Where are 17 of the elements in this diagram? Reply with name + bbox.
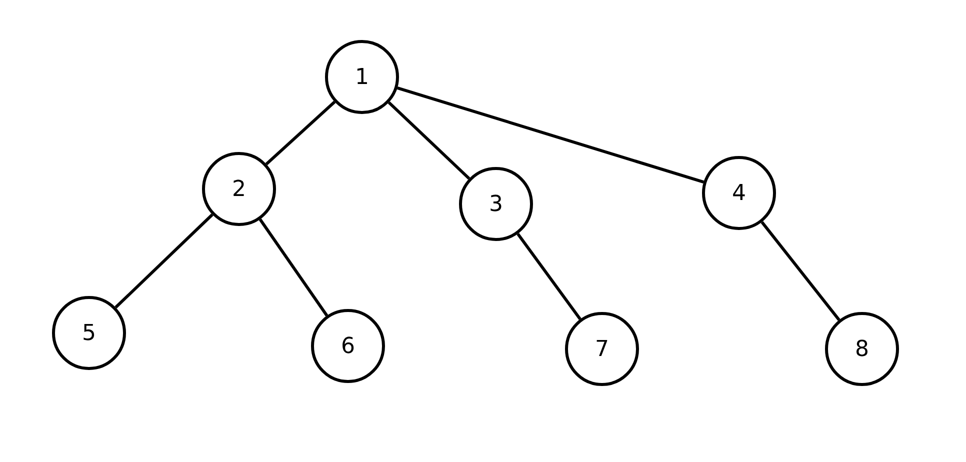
node-number: 3 [489, 192, 503, 216]
connector-line [396, 86, 704, 184]
node-number: 1 [355, 64, 369, 90]
connector-line [760, 221, 840, 321]
node-number: 4 [732, 180, 746, 206]
node-number: 7 [595, 336, 609, 362]
connector-line [265, 100, 336, 166]
node-number: 2 [232, 176, 246, 202]
circle-node [325, 40, 399, 114]
connector-line [516, 232, 582, 320]
connector-line [114, 214, 214, 308]
circle-node [202, 152, 276, 226]
node-number: 8 [855, 336, 869, 362]
connector-line [258, 218, 328, 316]
connector-line [388, 101, 470, 180]
node-number: 6 [341, 334, 355, 358]
node-number: 5 [82, 320, 96, 346]
